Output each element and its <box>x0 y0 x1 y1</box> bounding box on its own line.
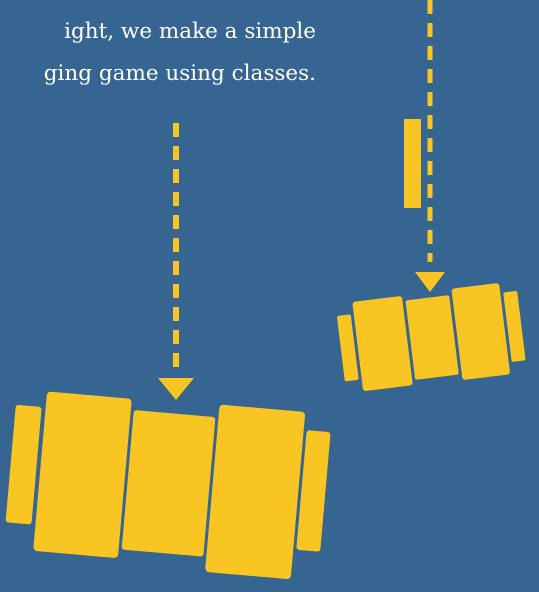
large-block-3 <box>205 404 305 579</box>
right-arrow-head <box>415 272 445 292</box>
small-block-2 <box>405 295 458 380</box>
large-block-1 <box>33 391 132 558</box>
large-block-left-cap <box>6 405 42 525</box>
small-block-stack <box>335 281 527 394</box>
large-block-stack <box>3 387 332 582</box>
yellow-vertical-bar <box>404 119 421 208</box>
center-arrow-head <box>158 378 194 400</box>
large-block-2 <box>122 410 216 557</box>
center-drop-arrow <box>158 123 194 400</box>
small-block-3 <box>451 283 510 380</box>
small-block-1 <box>352 296 413 391</box>
